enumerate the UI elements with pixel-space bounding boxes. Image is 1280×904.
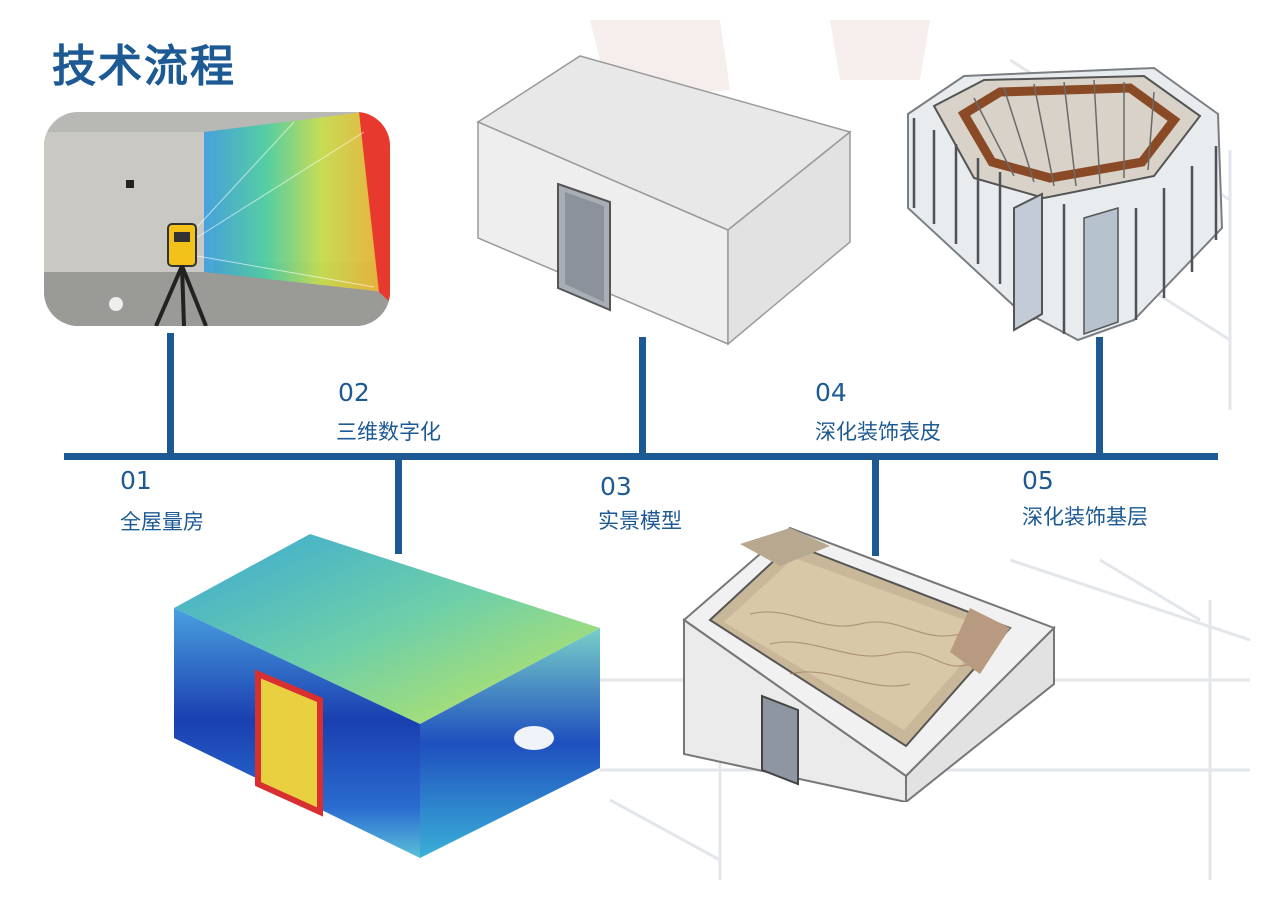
step-02-number: 02 xyxy=(338,378,370,407)
step-03-label: 实景模型 xyxy=(598,509,682,533)
connector-03 xyxy=(639,337,646,455)
connector-01 xyxy=(167,333,174,455)
decoration-skin-model xyxy=(682,526,1056,802)
step-03-number: 03 xyxy=(600,472,632,501)
connector-02 xyxy=(395,456,402,554)
step-01-label: 全屋量房 xyxy=(120,510,204,534)
solid-box-model xyxy=(476,55,852,346)
step-02-label: 三维数字化 xyxy=(336,420,441,444)
point-cloud-model xyxy=(174,534,600,858)
connector-04 xyxy=(872,456,879,556)
step-04-number: 04 xyxy=(815,378,847,407)
step-05-label: 深化装饰基层 xyxy=(1022,505,1148,529)
laser-scanner-photo xyxy=(44,112,390,326)
connector-05 xyxy=(1096,337,1103,455)
step-01-number: 01 xyxy=(120,466,152,495)
decoration-frame-model xyxy=(907,66,1224,342)
page-title: 技术流程 xyxy=(52,41,236,92)
step-04-label: 深化装饰表皮 xyxy=(815,420,941,444)
step-05-number: 05 xyxy=(1022,466,1054,495)
timeline-bar xyxy=(64,453,1218,460)
